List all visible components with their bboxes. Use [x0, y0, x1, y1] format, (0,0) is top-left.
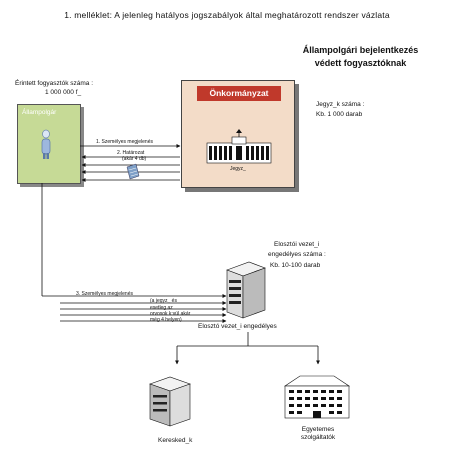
flow-arrows-bottom: [42, 294, 227, 323]
step3-note-line4: még 4 helyen): [150, 317, 182, 323]
step2-label-line2: (akár 4 db): [122, 156, 147, 162]
citizen-count-value: 1 000 000 f_: [45, 89, 82, 96]
step3-note-line1: (a jegyz_ és: [150, 298, 177, 304]
institutions-caption-line2: szolgáltatók: [300, 434, 336, 441]
document-icon: [126, 163, 140, 180]
distributor-caption: Elosztó vezet_i engedélyes: [198, 323, 277, 330]
trader-server-icon: [149, 376, 191, 427]
diagram-heading: Állampolgári bejelentkezés védett fogyas…: [268, 44, 453, 70]
clerk-count-value: Kb. 1 000 darab: [316, 111, 363, 118]
flow-arrows-top: [80, 144, 181, 182]
server-icon: [226, 261, 266, 319]
citizen-box-label: Állampolgár: [22, 109, 57, 116]
distributor-count-value: Kb. 10-100 darab: [270, 262, 321, 269]
distributor-count-label-line2: engedélyes száma :: [268, 251, 326, 258]
building-icon: [284, 375, 350, 419]
trader-caption: Keresked_k: [158, 437, 193, 444]
distributor-count-label-line1: Elosztói vezet_i: [274, 241, 320, 248]
town-hall-icon: [206, 129, 272, 164]
institutions-caption: Egyetemes szolgáltatók: [287, 426, 349, 442]
citizen-count-label: Érintett fogyasztók száma :: [15, 80, 94, 87]
municipality-label: Önkormányzat: [197, 86, 281, 101]
step3-label: 3. Személyes megjelenés: [76, 291, 133, 297]
diagram-heading-line2: védett fogyasztóknak: [314, 58, 407, 68]
step3-note-line3: orvosok k:vül akár: [150, 311, 191, 317]
institutions-caption-line1: Egyetemes: [301, 426, 335, 433]
step2-label-line1: 2. Határozat: [117, 150, 145, 156]
clerk-count-label: Jegyz_k száma :: [316, 101, 365, 108]
clerk-caption: Jegyz_: [230, 166, 246, 172]
person-icon: [41, 129, 51, 159]
document-title: 1. melléklet: A jelenleg hatályos jogsza…: [64, 10, 390, 20]
step1-label: 1. Személyes megjelenés: [96, 139, 153, 145]
diagram-heading-line1: Állampolgári bejelentkezés: [302, 45, 419, 55]
distributor-connector: [175, 332, 320, 365]
citizen-box: Állampolgár: [17, 104, 81, 184]
step3-note-line2: esetleg az: [150, 305, 173, 311]
